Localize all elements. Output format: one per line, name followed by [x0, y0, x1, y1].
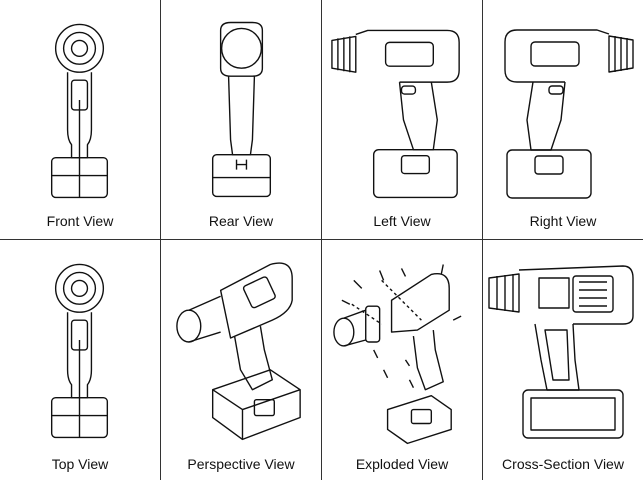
rear-view-panel: Rear View	[161, 0, 322, 240]
perspective-view-panel: Perspective View	[161, 240, 322, 480]
drill-rear-illustration	[211, 21, 272, 198]
view-label: Cross-Section View	[502, 456, 624, 472]
drill-front-illustration	[50, 23, 109, 199]
drill-left-illustration	[331, 29, 460, 199]
view-label: Left View	[373, 213, 431, 229]
view-label: Rear View	[208, 213, 274, 229]
left-view-panel: Left View	[322, 0, 483, 240]
drill-right-illustration	[504, 29, 634, 199]
view-label: Top View	[51, 456, 109, 472]
drill-cross-section-illustration	[488, 265, 634, 439]
view-label: Exploded View	[355, 456, 449, 472]
view-label: Perspective View	[187, 456, 295, 472]
right-view-panel: Right View	[483, 0, 643, 240]
top-view-panel: Top View	[0, 240, 161, 480]
view-label: Right View	[529, 213, 597, 229]
exploded-view-panel: Exploded View	[322, 240, 483, 480]
cross-section-view-panel: Cross-Section View	[483, 240, 643, 480]
front-view-panel: Front View	[0, 0, 161, 240]
view-label: Front View	[46, 213, 114, 229]
drill-top-illustration	[50, 263, 109, 439]
drill-perspective-illustration	[176, 262, 301, 441]
drill-exploded-illustration	[333, 264, 462, 445]
